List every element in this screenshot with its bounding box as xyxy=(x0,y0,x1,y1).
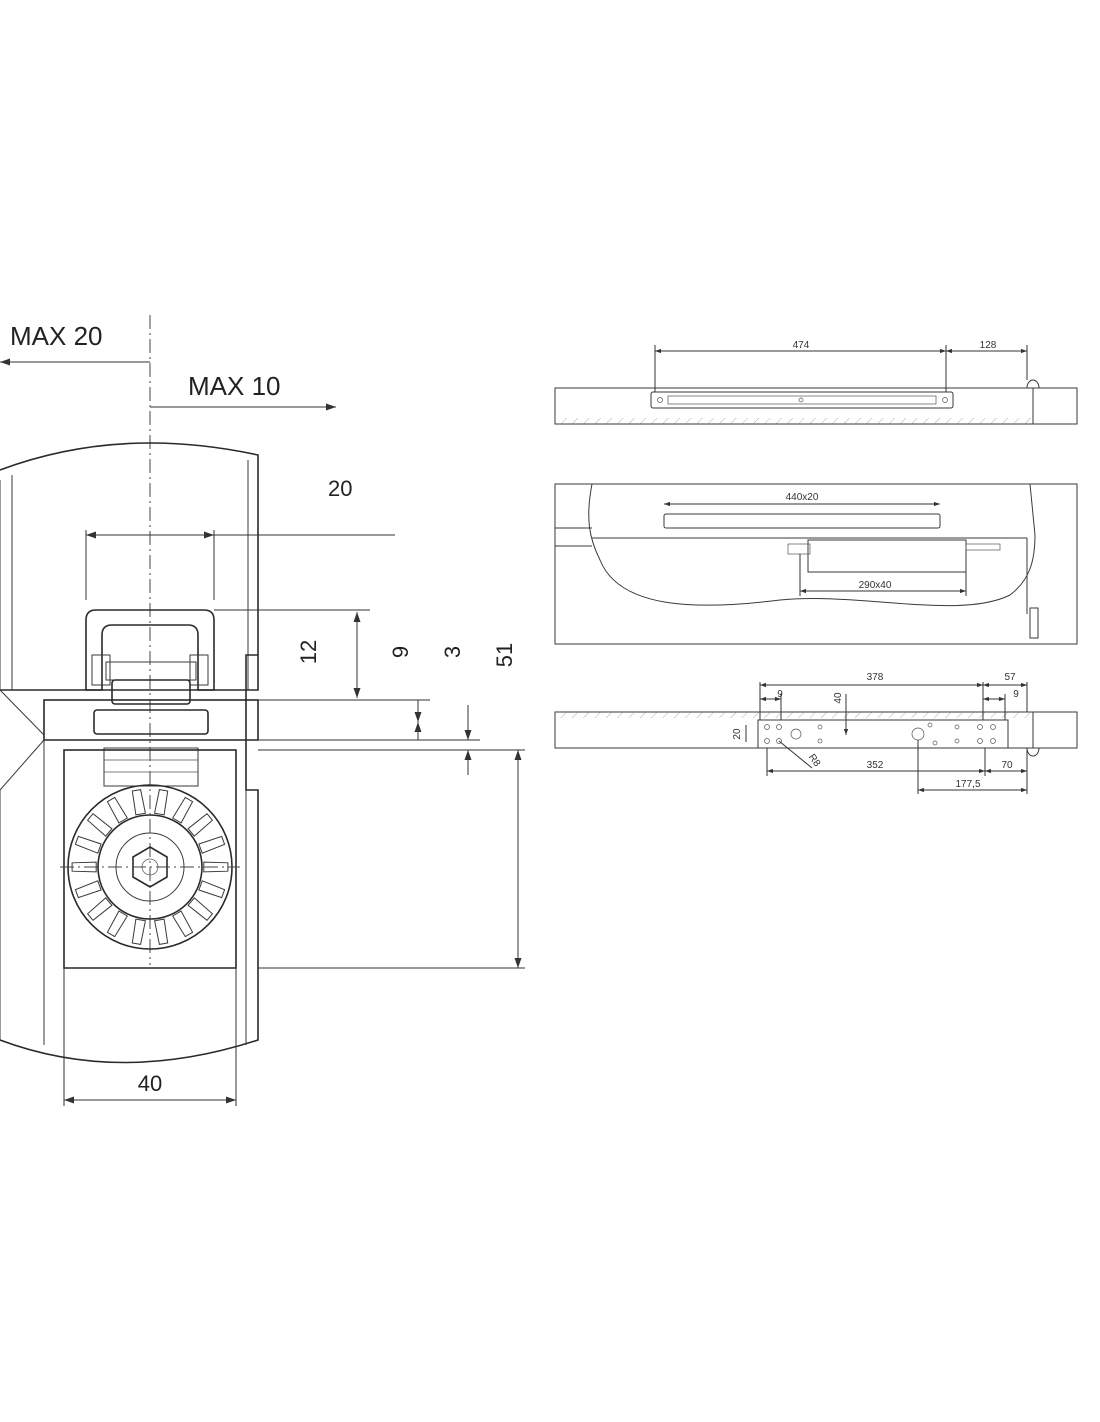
bottom-side-view: 378 57 9 9 40 20 R8 352 70 177,5 xyxy=(554,672,1078,794)
gear-teeth xyxy=(71,789,229,945)
middle-dim-440-label: 440x20 xyxy=(786,492,819,503)
gear-tooth xyxy=(172,796,194,824)
top-door-hatch xyxy=(555,418,1033,424)
gear-tooth xyxy=(154,789,169,816)
gear-tooth xyxy=(203,861,229,873)
middle-closer-end xyxy=(965,543,1001,551)
b-dim-r8-label: R8 xyxy=(806,752,823,769)
gear-tooth xyxy=(74,880,102,899)
top-rail-inner xyxy=(667,395,937,405)
c-channel-rail xyxy=(85,609,215,691)
gear-tooth xyxy=(131,789,146,816)
door-chamfer xyxy=(0,689,45,736)
b-dim-9-left-label: 9 xyxy=(777,689,783,700)
door-leaf-outline xyxy=(0,442,259,691)
gear-tooth xyxy=(106,796,128,824)
b-dim-20-label: 20 xyxy=(732,728,743,740)
max-10-label: MAX 10 xyxy=(188,371,281,401)
closer-shaft-housing xyxy=(103,747,199,787)
b-dim-352-label: 352 xyxy=(867,760,884,771)
middle-frame-outline xyxy=(554,483,1078,645)
bottom-door-hatch xyxy=(555,712,1033,718)
gear-wheel xyxy=(67,784,233,950)
top-side-view: 474 128 xyxy=(554,340,1078,425)
bottom-frame-block xyxy=(1032,711,1078,749)
bottom-hinge-symbol xyxy=(1026,747,1040,757)
middle-closer-290x40 xyxy=(807,539,967,573)
arm-hub-flange xyxy=(93,709,209,735)
top-rail-screw-2 xyxy=(942,397,948,403)
middle-closer-gear xyxy=(787,543,811,555)
gear-tooth xyxy=(187,897,214,921)
b-dim-9-right-label: 9 xyxy=(1013,689,1019,700)
middle-recess-contour xyxy=(588,483,1036,607)
gear-tooth xyxy=(131,918,146,945)
rail-carriage xyxy=(105,661,197,681)
b-dim-r8-leader xyxy=(778,740,813,769)
max-20-label: MAX 20 xyxy=(10,321,103,351)
middle-hinge-block xyxy=(1029,607,1039,639)
middle-dim-290-label: 290x40 xyxy=(859,580,892,591)
gear-tooth xyxy=(86,813,113,837)
b-dim-177-label: 177,5 xyxy=(955,779,980,790)
b-dim-40-label: 40 xyxy=(833,692,844,704)
gear-tooth xyxy=(198,835,226,854)
middle-plan-view: 440x20 290x40 xyxy=(554,483,1078,645)
rail-slider-right xyxy=(189,654,209,686)
rail-slider-left xyxy=(91,654,111,686)
gear-tooth xyxy=(172,910,194,938)
hex-socket xyxy=(132,846,168,888)
gear-tooth xyxy=(74,835,102,854)
gear-tooth xyxy=(71,861,97,873)
b-dim-70-label: 70 xyxy=(1001,760,1013,771)
top-dim-128-label: 128 xyxy=(980,340,997,351)
b-dim-57-label: 57 xyxy=(1004,672,1016,683)
top-rail-screw-1 xyxy=(657,397,663,403)
dim-12-label: 12 xyxy=(296,640,321,664)
bottom-mounting-plate xyxy=(757,719,1009,749)
b-dim-378-label: 378 xyxy=(867,672,884,683)
arm-hub-upper xyxy=(111,679,191,705)
top-rail xyxy=(650,391,954,409)
gear-tooth xyxy=(187,813,214,837)
bottom-plate-holes xyxy=(764,722,996,746)
dim-9-label: 9 xyxy=(388,646,413,658)
frame-outline xyxy=(0,654,259,1064)
dim-51-label: 51 xyxy=(492,643,517,667)
dim-3-label: 3 xyxy=(440,646,465,658)
top-dim-474-label: 474 xyxy=(793,340,810,351)
main-section-view: MAX 20 MAX 10 xyxy=(0,315,525,1106)
gear-tooth xyxy=(106,910,128,938)
dim-40-label: 40 xyxy=(138,1071,162,1096)
gear-tooth xyxy=(86,897,113,921)
gear-tooth xyxy=(198,880,226,899)
dim-20-label: 20 xyxy=(328,476,352,501)
middle-rail-440x20 xyxy=(663,513,941,529)
top-rail-screw-3 xyxy=(798,397,804,403)
gear-tooth xyxy=(154,918,169,945)
top-hinge-symbol xyxy=(1026,379,1040,389)
frame-chamfer xyxy=(0,739,45,791)
top-frame-block xyxy=(1032,387,1078,425)
